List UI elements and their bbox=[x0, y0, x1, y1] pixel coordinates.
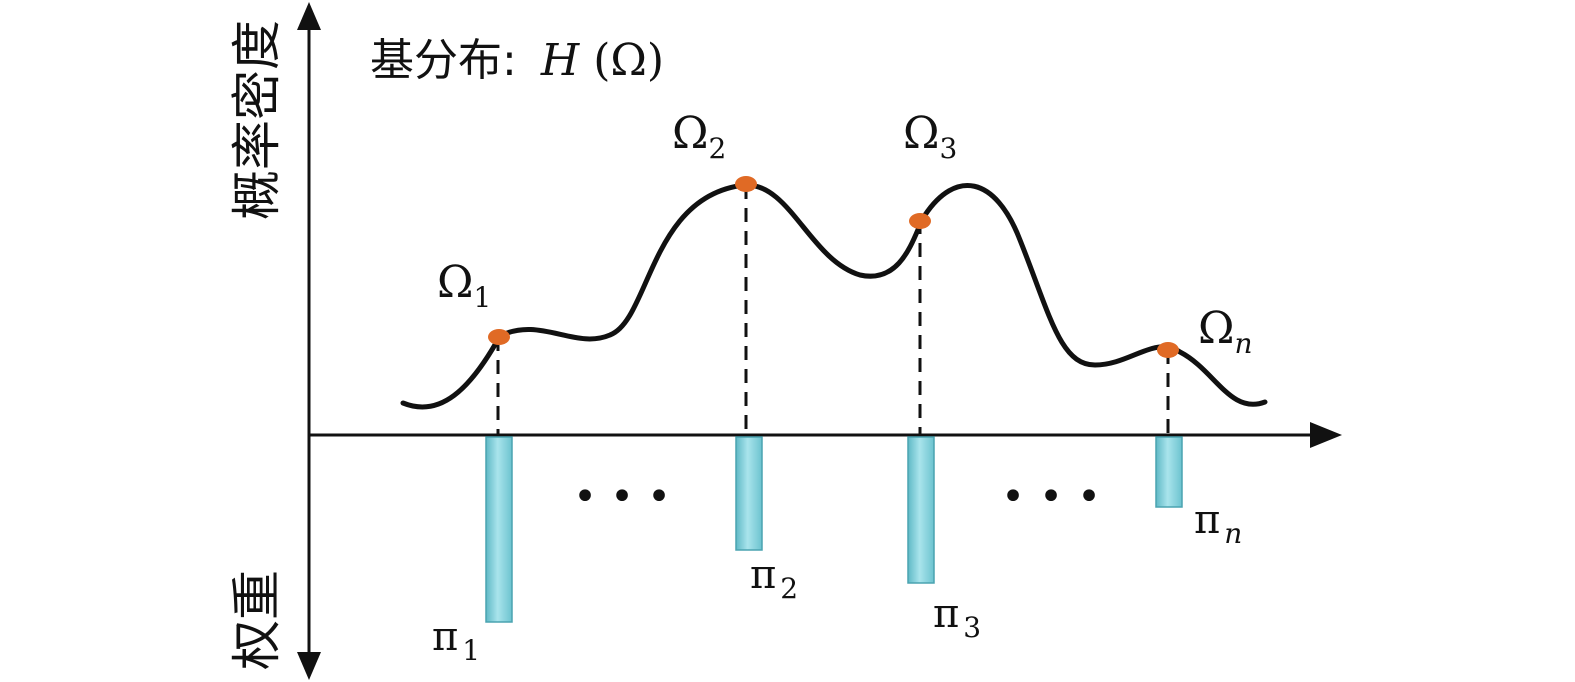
density-curve bbox=[400, 182, 1268, 410]
y-lower-label: 权重 bbox=[228, 570, 286, 670]
ellipsis-dot: • bbox=[647, 474, 671, 520]
atom-label-n: Ωn bbox=[1198, 303, 1253, 360]
atom-point-1 bbox=[488, 329, 510, 345]
atom-point-3 bbox=[909, 213, 931, 229]
weight-bar-n bbox=[1155, 436, 1183, 508]
ellipsis-right: • • • bbox=[1001, 474, 1101, 520]
y-upper-label: 概率密度 bbox=[228, 20, 286, 220]
vertical-axis-up-arrow bbox=[297, 2, 321, 30]
base-distribution-title: 基分布: H (Ω) bbox=[370, 35, 664, 86]
atom-label-3: Ω3 bbox=[903, 108, 957, 165]
weight-bar-3 bbox=[907, 436, 935, 584]
atom-label-2: Ω2 bbox=[672, 108, 726, 165]
atom-point-2 bbox=[735, 176, 757, 192]
ellipsis-dot: • bbox=[573, 474, 597, 520]
atom-point-n bbox=[1157, 342, 1179, 358]
ellipsis-dot: • bbox=[1077, 474, 1101, 520]
horizontal-axis-arrow bbox=[1310, 422, 1342, 448]
ellipsis-dot: • bbox=[1001, 474, 1025, 520]
weight-bar-2 bbox=[735, 436, 763, 551]
weight-bar-1 bbox=[485, 436, 513, 623]
ellipsis-dot: • bbox=[610, 474, 634, 520]
ellipsis-left: • • • bbox=[573, 474, 671, 520]
ellipsis-dot: • bbox=[1039, 474, 1063, 520]
atom-label-1: Ω1 bbox=[437, 257, 491, 314]
vertical-axis-down-arrow bbox=[297, 652, 321, 680]
